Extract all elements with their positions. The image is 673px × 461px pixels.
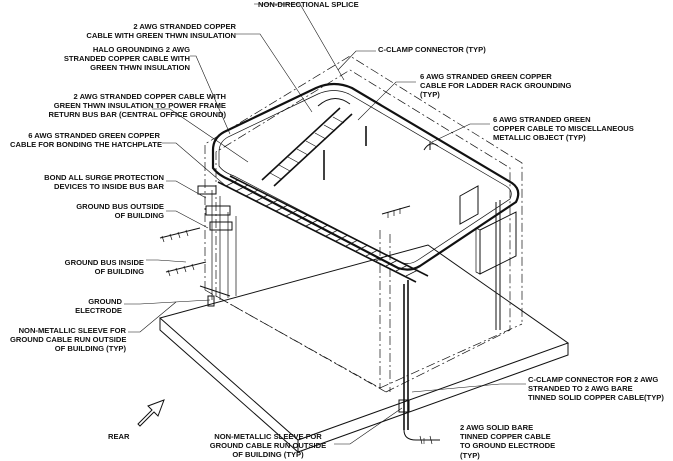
ladder-rack-upper [261,98,353,187]
building-outline [204,55,523,393]
label-rear: REAR [108,432,130,441]
label-2awg-green-insulation: 2 AWG STRANDED COPPER CABLE WITH GREEN T… [86,22,236,41]
label-solid-bare: 2 AWG SOLID BARE TINNED COPPER CABLE TO … [460,423,556,460]
label-sleeve-bottom: NON-METALLIC SLEEVE FOR GROUND CABLE RUN… [209,432,327,460]
label-ladder-rack-grounding: 6 AWG STRANDED GREEN COPPER CABLE FOR LA… [420,72,572,100]
ladder-rack-main [217,175,429,283]
ground-drops [323,126,501,445]
label-ground-bus-inside: GROUND BUS INSIDE OF BUILDING [64,258,144,277]
label-misc-metallic: 6 AWG STRANDED GREEN COPPER CABLE TO MIS… [493,115,634,143]
label-ground-electrode: GROUND ELECTRODE [75,297,122,316]
label-surge-protection: BOND ALL SURGE PROTECTION DEVICES TO INS… [44,173,164,192]
leader-lines [124,3,526,445]
label-non-directional-splice: NON-DIRECTIONAL SPLICE [258,0,359,9]
label-sleeve-left: NON-METALLIC SLEEVE FOR GROUND CABLE RUN… [10,326,127,354]
floor-slab [158,244,570,453]
label-halo-grounding: HALO GROUNDING 2 AWG STRANDED COPPER CAB… [63,45,190,73]
center-bus [381,205,411,218]
label-ground-bus-outside: GROUND BUS OUTSIDE OF BUILDING [76,202,164,221]
halo-ring [211,82,520,271]
label-c-clamp-bare: C-CLAMP CONNECTOR FOR 2 AWG STRANDED TO … [528,375,664,403]
label-power-frame-return: 2 AWG STRANDED COPPER CABLE WITH GREEN T… [48,92,226,120]
left-bus-bars [159,185,237,307]
label-hatchplate: 6 AWG STRANDED GREEN COPPER CABLE FOR BO… [10,131,163,150]
label-c-clamp-connector: C-CLAMP CONNECTOR (TYP) [378,45,486,54]
right-cabinet [423,142,517,275]
rear-arrow [137,399,165,427]
